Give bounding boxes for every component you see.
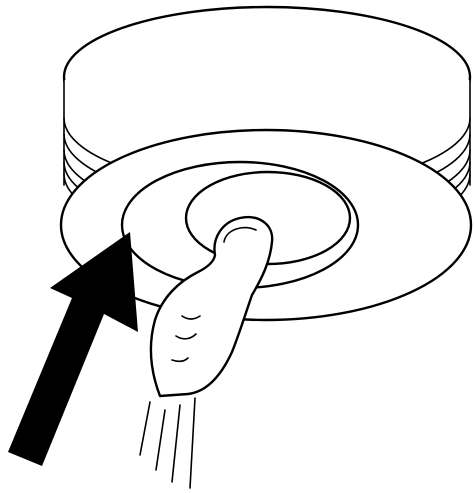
arm-line-2 xyxy=(156,410,165,470)
arm-line-4 xyxy=(190,398,195,488)
arm-line-1 xyxy=(140,402,150,455)
arrow-shape xyxy=(8,232,138,466)
arrow-icon xyxy=(8,232,138,466)
arm-line-3 xyxy=(172,405,180,482)
